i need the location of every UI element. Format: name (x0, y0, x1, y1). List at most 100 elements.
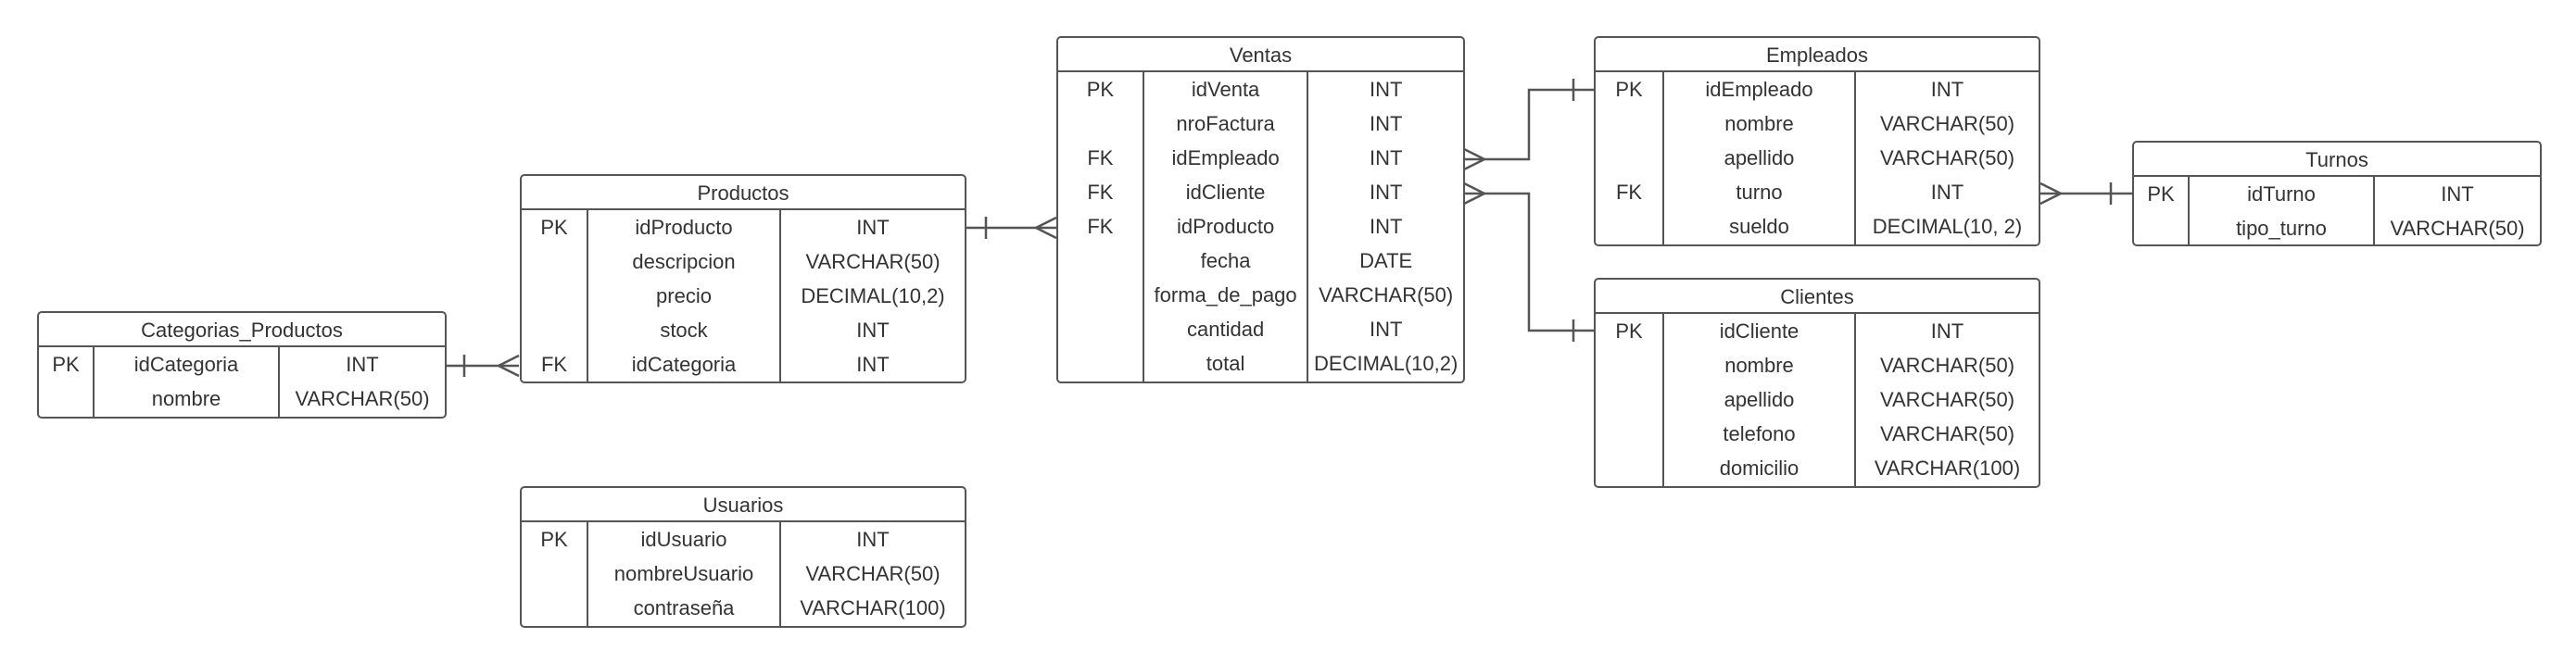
attribute-type: INT (1369, 78, 1403, 101)
attribute-type: VARCHAR(50) (1879, 354, 2015, 377)
attribute-type: INT (346, 353, 379, 376)
column-filler (1058, 381, 1463, 382)
key-cell (1596, 209, 1664, 244)
column-divider (1144, 381, 1309, 382)
turnos-title: Turnos (2134, 143, 2540, 177)
attribute-name: nombreUsuario (588, 557, 781, 591)
attribute-type: INT (1930, 78, 1964, 101)
attribute-name: total (1144, 346, 1309, 381)
attribute-type: VARCHAR(50) (1879, 422, 2015, 445)
attribute-name: contraseña (588, 591, 781, 625)
attribute-name: idProducto (1144, 209, 1309, 244)
attribute-name: idUsuario (588, 522, 781, 557)
key-cell (1596, 106, 1664, 141)
attribute-name: idCliente (1144, 175, 1309, 209)
attribute-name: domicilio (1664, 451, 1856, 485)
key-cell (1596, 141, 1664, 175)
column-divider (2190, 245, 2375, 246)
column-divider (1308, 381, 1463, 382)
key-cell (1058, 346, 1144, 381)
attribute-name: forma_de_pago (1144, 278, 1309, 312)
key-cell: PK (522, 522, 588, 557)
relationship-ventas-empleados (1463, 79, 1594, 171)
column-divider (1596, 244, 1664, 246)
attribute-name: apellido (1664, 141, 1856, 175)
attribute-name: idCategoria (95, 347, 280, 382)
key-cell (1058, 312, 1144, 346)
attribute-row[interactable]: forma_de_pago VARCHAR(50) (1058, 278, 1463, 312)
relationship-empleados-turnos (2039, 181, 2133, 206)
attribute-type: VARCHAR(50) (1319, 283, 1454, 306)
relationship-productos-ventas (965, 216, 1057, 240)
column-filler (39, 416, 445, 417)
column-filler (522, 382, 965, 383)
attribute-type: INT (1369, 318, 1403, 341)
attribute-type: INT (1369, 146, 1403, 169)
attribute-type: INT (1369, 215, 1403, 238)
attribute-name: idCategoria (588, 347, 781, 382)
attribute-name: stock (588, 313, 781, 347)
attribute-name: idProducto (588, 210, 781, 244)
attribute-type: INT (1930, 319, 1964, 343)
attribute-type: VARCHAR(100) (800, 596, 946, 619)
ventas-title: Ventas (1058, 38, 1463, 72)
attribute-row[interactable]: sueldo DECIMAL(10, 2) (1596, 209, 2039, 244)
attribute-name: precio (588, 279, 781, 313)
attribute-type: DECIMAL(10,2) (1314, 352, 1458, 375)
column-divider (2375, 245, 2540, 246)
column-divider (1058, 381, 1144, 382)
key-cell (522, 557, 588, 591)
attribute-name: sueldo (1664, 209, 1856, 244)
column-divider (1664, 485, 1856, 486)
column-divider (522, 382, 588, 383)
attribute-type: INT (2441, 182, 2474, 206)
attribute-row[interactable]: contraseña VARCHAR(100) (522, 591, 965, 625)
attribute-type: VARCHAR(100) (1874, 457, 2021, 480)
column-divider (781, 382, 965, 383)
attribute-type: DECIMAL(10, 2) (1872, 215, 2023, 238)
column-filler (1596, 485, 2039, 486)
attribute-row[interactable]: domicilio VARCHAR(100) (1596, 451, 2039, 485)
column-divider (39, 416, 95, 417)
